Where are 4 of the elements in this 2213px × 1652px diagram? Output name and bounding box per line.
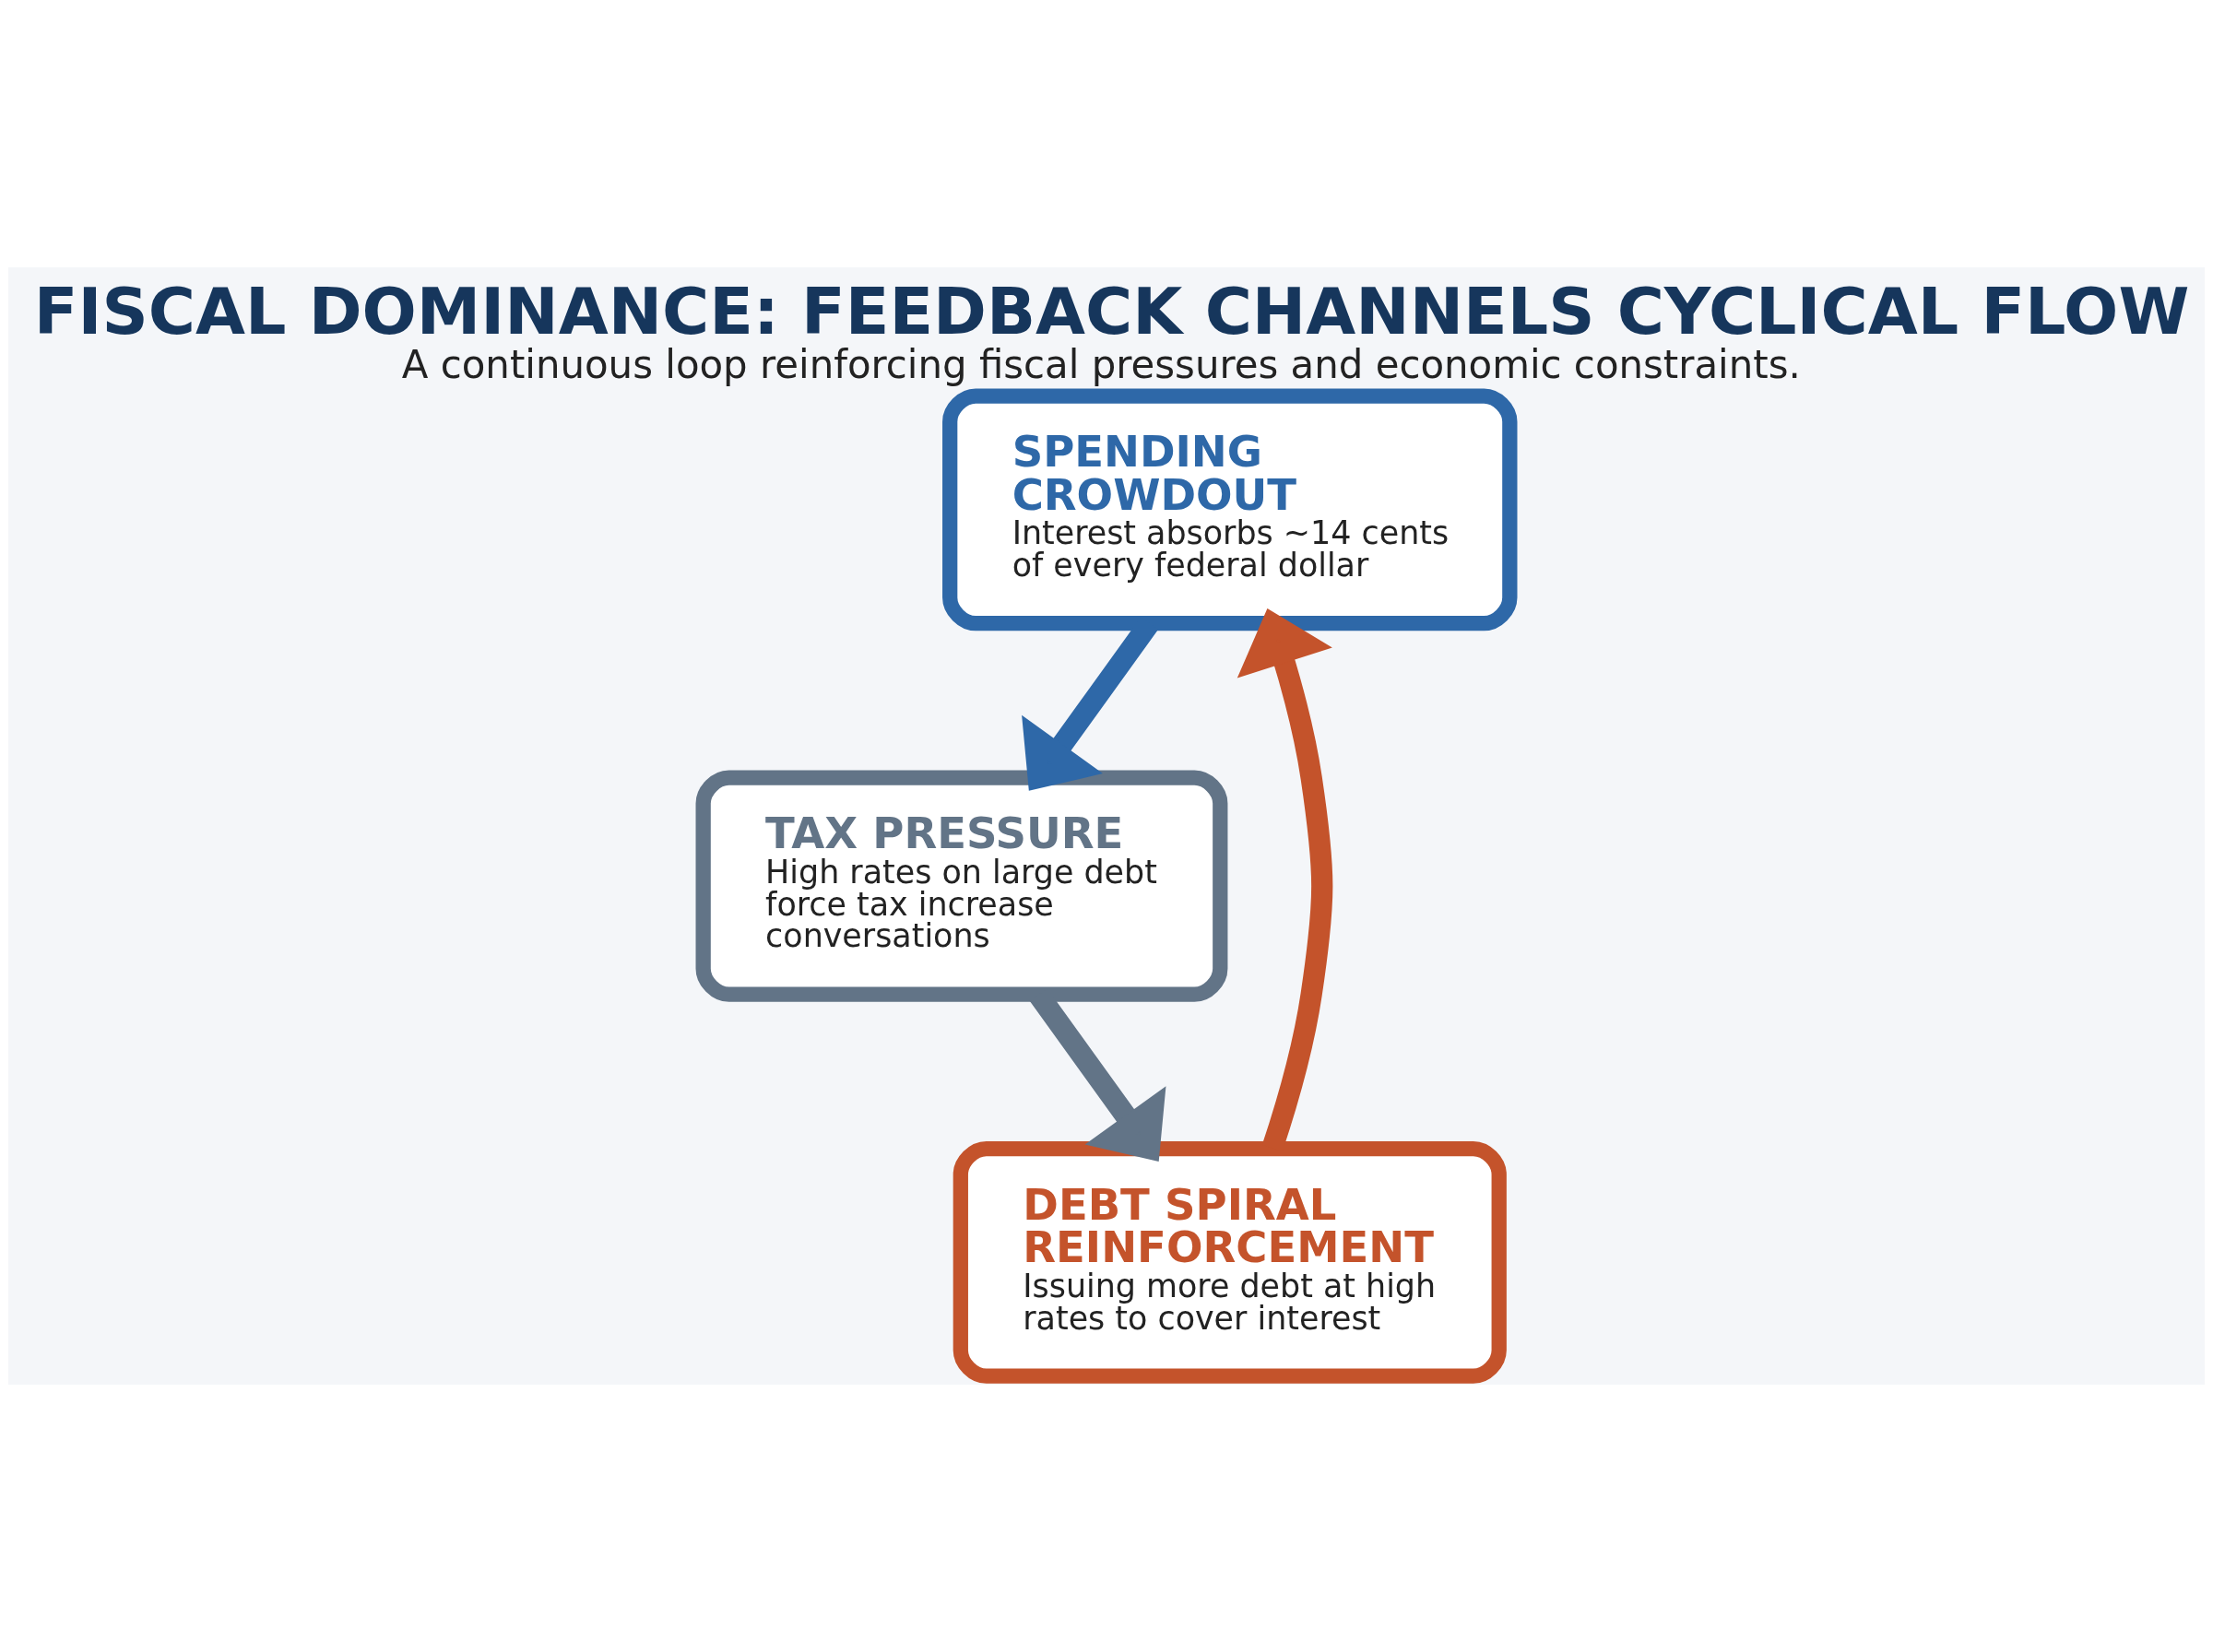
node-box: DEBT SPIRAL REINFORCEMENT Issuing more debt at high rates to cover interest: [953, 1140, 1507, 1384]
node-box: TAX PRESSURE High rates on large debt force tax increase conversations: [695, 770, 1228, 1002]
node-box: SPENDING CROWDOUT Interest absorbs ~14 cents of every federal dollar: [942, 388, 1518, 631]
caption: A continuous loop reinforcing fiscal pressures and economic constraints.: [401, 341, 1801, 387]
